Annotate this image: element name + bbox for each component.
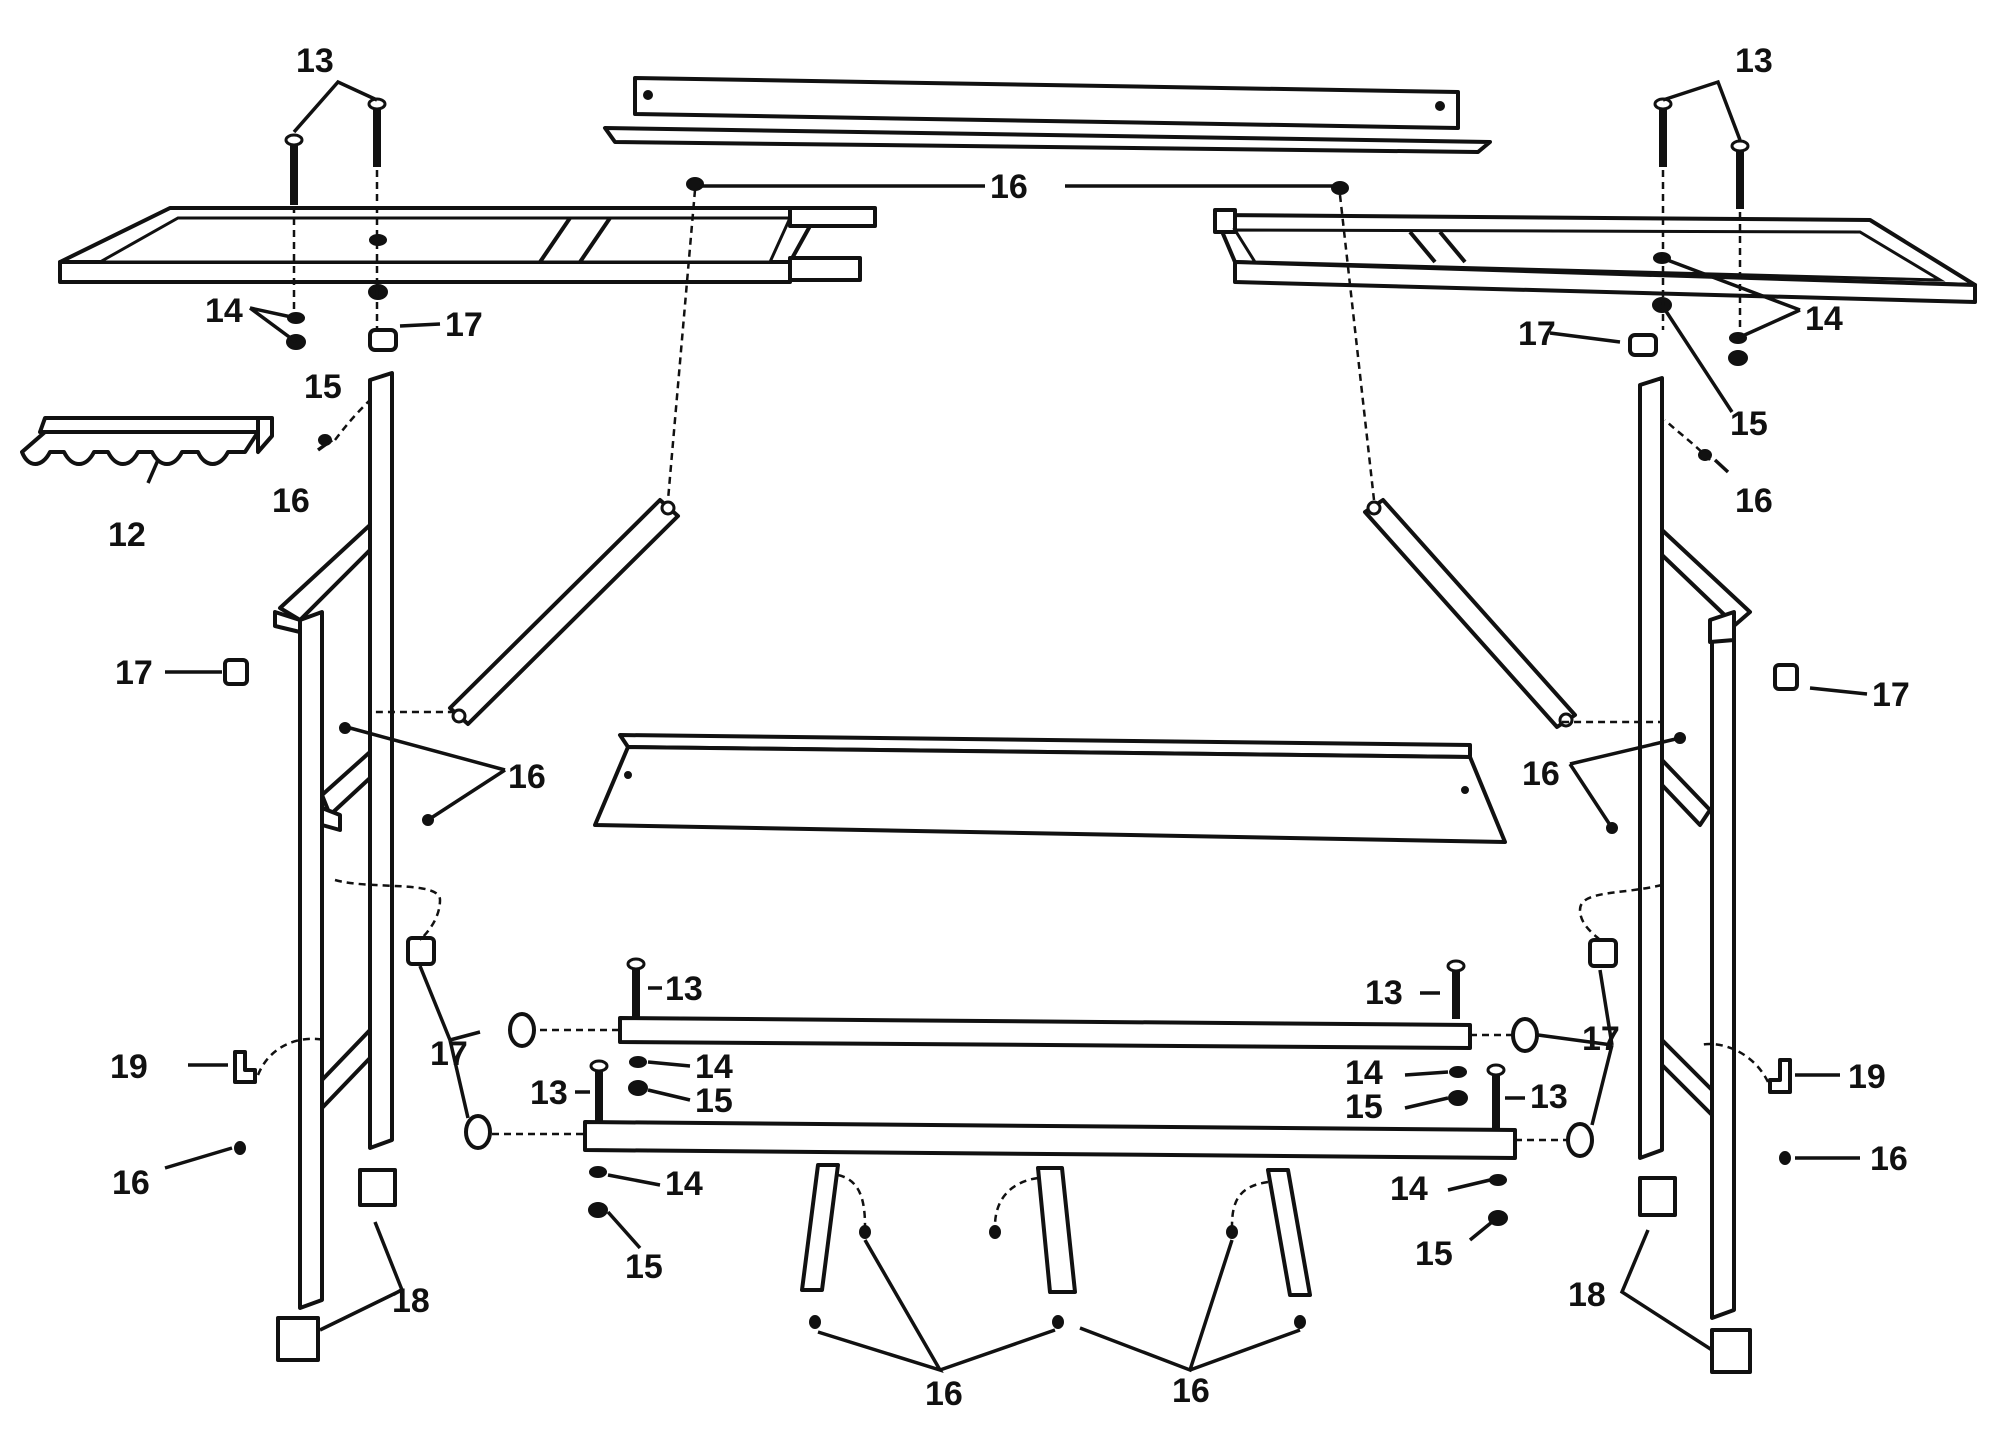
left-diagonal-brace: [448, 498, 680, 726]
callout-13-lower-left: 13: [530, 1074, 568, 1112]
alignment-lines: [256, 170, 1770, 1227]
callout-15-lower-right: 15: [1415, 1235, 1453, 1273]
callout-18-left: 18: [392, 1282, 430, 1320]
callout-16-mid-right: 16: [1522, 755, 1560, 793]
callout-17-mid-left: 17: [115, 654, 153, 692]
callout-13-lower-right: 13: [1530, 1078, 1568, 1116]
lower-rail-upper: [618, 1016, 1472, 1050]
callout-16-bottom-right: 16: [1172, 1372, 1210, 1410]
top-left-frame: [58, 206, 877, 284]
washers-and-nuts: [286, 234, 1748, 1226]
callout-13-mid-a: 13: [665, 970, 703, 1008]
middle-shelf: [593, 733, 1507, 844]
lower-small-braces: [800, 1163, 1312, 1297]
callout-16-lower-left-leg: 16: [112, 1164, 150, 1202]
callout-14-lower-left: 14: [665, 1165, 703, 1203]
callout-17-top-right: 17: [1518, 315, 1556, 353]
leader-lines: [146, 79, 1868, 1374]
screws: [234, 177, 1791, 1329]
callout-15-top-right: 15: [1730, 405, 1768, 443]
top-back-rail: [603, 76, 1492, 154]
callout-16-lower-right-leg: 16: [1870, 1140, 1908, 1178]
callout-12: 12: [108, 516, 146, 554]
callout-14-mid-a: 14: [695, 1048, 733, 1086]
bolts: [284, 97, 1750, 1128]
callout-15-mid-a: 15: [695, 1082, 733, 1120]
tool-rack: [20, 416, 274, 466]
lower-rail-lower: [583, 1120, 1517, 1160]
callout-16-top-right: 16: [1735, 482, 1773, 520]
end-caps: [223, 328, 1799, 1158]
callout-14-right-a: 14: [1345, 1054, 1383, 1092]
callout-16-bottom-left: 16: [925, 1375, 963, 1413]
callout-16-mid-left: 16: [508, 758, 546, 796]
callout-17-lower-center-left: 17: [430, 1035, 468, 1073]
callout-15-top-left: 15: [304, 368, 342, 406]
callout-17-top-left: 17: [445, 306, 483, 344]
callout-18-right: 18: [1568, 1276, 1606, 1314]
right-leg-assembly: [1638, 376, 1752, 1374]
callout-13-right-a: 13: [1365, 974, 1403, 1012]
callout-19-left: 19: [110, 1048, 148, 1086]
hooks: [233, 1050, 1792, 1094]
callout-16-top: 16: [990, 168, 1028, 206]
callout-14-lower-right: 14: [1390, 1170, 1428, 1208]
callout-14-top-left: 14: [205, 292, 243, 330]
callout-15-lower-left: 15: [625, 1248, 663, 1286]
callout-13-top-right: 13: [1735, 42, 1773, 80]
callout-17-mid-right: 17: [1872, 676, 1910, 714]
callout-19-right: 19: [1848, 1058, 1886, 1096]
callout-16-top-left: 16: [272, 482, 310, 520]
callout-15-right-a: 15: [1345, 1088, 1383, 1126]
callout-labels: 13 14 15 16 17 12 16 13 14 15 16 17 17 1…: [108, 42, 1910, 1413]
right-diagonal-brace: [1363, 498, 1577, 729]
top-right-frame: [1213, 208, 1977, 304]
callout-13-top-left: 13: [296, 42, 334, 80]
left-leg-assembly: [273, 371, 397, 1362]
callout-14-top-right: 14: [1805, 300, 1843, 338]
callout-17-lower-center-right: 17: [1582, 1020, 1620, 1058]
